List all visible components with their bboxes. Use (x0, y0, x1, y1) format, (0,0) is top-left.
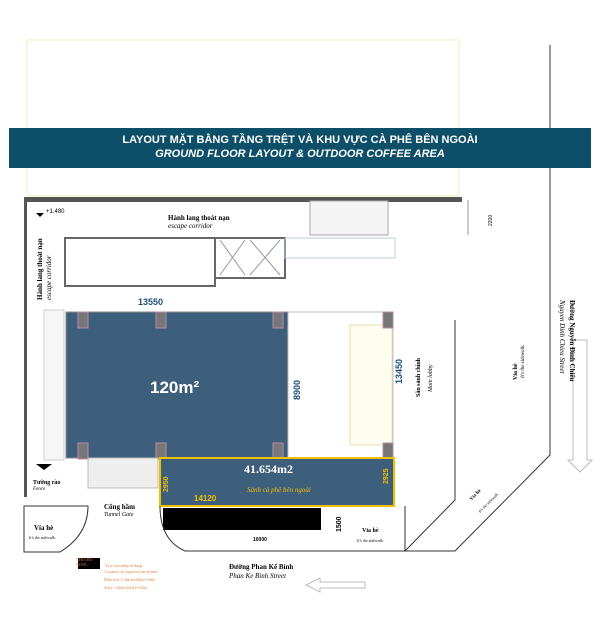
cafe-name: Sảnh cà phê bên ngoài (247, 486, 311, 494)
street-right-label: Đường Nguyễn Đình Chiểu (568, 300, 576, 382)
level-text: +1.480 (46, 209, 65, 215)
main-room (65, 311, 289, 459)
fence-en: Fence (33, 487, 46, 492)
note-area-en: Area: 1.5(m)x10(m)=15m2 (104, 585, 148, 590)
note-head-vi: GHI CHÚ: (76, 557, 94, 562)
sidewalk-right-label: Vỉa hè (513, 363, 519, 381)
dim-13450: 13450 (394, 358, 404, 384)
dim-2925: 2925 (383, 468, 390, 484)
dim-2200: 2200 (488, 214, 494, 226)
street-right-en: Nguyen Dinh Chieu Street (558, 300, 566, 374)
note-head-en: NOTE: (76, 562, 88, 567)
permit-area (163, 508, 321, 530)
dim-10000: 10000 (253, 537, 267, 543)
dim-1500: 1500 (336, 516, 343, 532)
dim-14120: 14120 (194, 494, 217, 503)
lobby-label: Sân sảnh chính (416, 357, 422, 397)
street-direction-arrow-bottom (304, 577, 366, 593)
sidewalk-left (23, 505, 89, 553)
site-boundary (26, 39, 460, 197)
level-marker (36, 464, 52, 470)
sidewalk-bottom-label: Vỉa hè (362, 528, 379, 534)
restrooms (64, 237, 216, 287)
street-direction-arrow (566, 339, 594, 473)
title-vi: LAYOUT MẶT BẰNG TẦNG TRỆT VÀ KHU VỰC CÀ … (122, 134, 478, 146)
cafe-area-label: 41.654m2 (244, 462, 293, 476)
dim-13550: 13550 (138, 297, 164, 307)
legend-swatch (78, 558, 100, 569)
north-wall (26, 197, 462, 202)
sidewalk-left-label: Vỉa hè (34, 524, 54, 532)
dim-2950: 2950 (163, 476, 170, 492)
fence-label: Tường rào (33, 480, 61, 486)
note-head: GHI CHÚ:NOTE: (76, 557, 94, 567)
sidewalk-bottom (159, 320, 456, 552)
cafe-area (159, 457, 395, 507)
side-steps (43, 309, 65, 461)
corridor-top-label: Hành lang thoát nạn (168, 214, 230, 222)
tunnel-ramp (87, 457, 159, 489)
lobby-en: Main lobby (428, 364, 434, 393)
main-area-label: 120m² (150, 378, 200, 397)
sidewalk-right-en: It's the sidewalk. (521, 344, 526, 378)
corridor-top-en: escape corridor (168, 222, 213, 230)
dim-8900: 8900 (292, 379, 302, 400)
note-loc-vi: Vị trí xin phép sử dụng (105, 563, 143, 568)
corridor-left-label: Hành lang thoát nạn (36, 238, 44, 300)
tunnel-label: Cổng hầm (104, 503, 135, 511)
level-marker-top (36, 213, 44, 217)
sidewalk-left-en: It's the sidewalk. (29, 535, 56, 540)
note-loc-en: Location of requested use permit (105, 569, 158, 574)
lobby-glazing (284, 237, 396, 259)
title-banner: LAYOUT MẶT BẰNG TẦNG TRỆT VÀ KHU VỰC CÀ … (9, 128, 591, 168)
title-en: GROUND FLOOR LAYOUT & OUTDOOR COFFEE ARE… (155, 148, 445, 160)
stair-hatch (309, 200, 389, 236)
street-bottom-en: Phan Ke Binh Street (229, 572, 287, 580)
street-bottom-label: Đường Phan Kế Bính (229, 563, 294, 571)
corridor-left-en: escape corridor (45, 255, 53, 300)
lobby-steps (349, 324, 393, 446)
note-area-vi: Diện tích: 1,5(m)x10(m)=15m2 (104, 577, 155, 582)
sidewalk-corner (405, 45, 551, 552)
tunnel-en: Tunnel Gate (104, 512, 134, 518)
sidewalk-bottom-en: It's the sidewalk. (357, 538, 384, 543)
west-wall (24, 197, 27, 497)
elevators (214, 237, 286, 279)
columns (77, 311, 394, 460)
